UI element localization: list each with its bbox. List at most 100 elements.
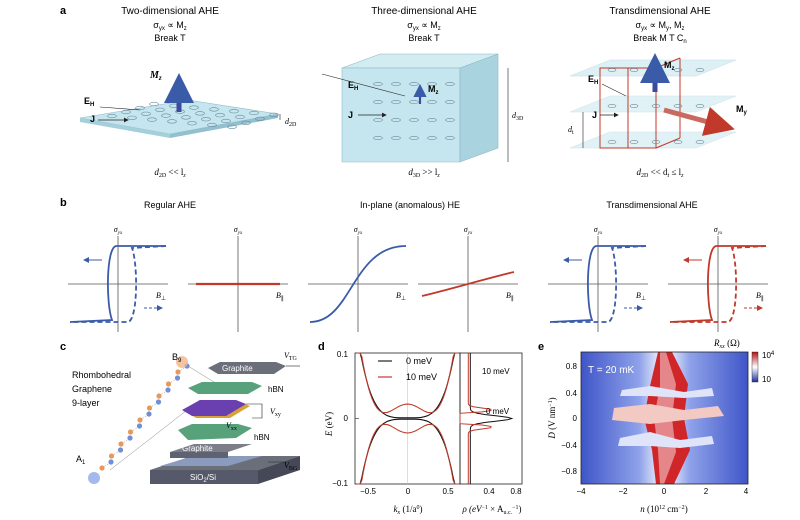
b-title-regular: Regular AHE	[144, 200, 196, 210]
chain-atom-a	[156, 393, 162, 399]
e-ylabel: D (V nm−1)	[547, 397, 557, 439]
spin-dot	[651, 104, 661, 108]
b-field-label: B∥	[756, 291, 764, 302]
spin-dot	[391, 82, 401, 86]
chain-atom-a	[146, 405, 153, 411]
a2-condition: d3D >> lz	[408, 167, 440, 179]
e-cbar-max: 104	[762, 351, 775, 360]
spin-dot	[187, 121, 197, 126]
d-xlabel2: ρ (eV−1 × Au.c.−1)	[461, 504, 521, 516]
spin-dot	[215, 113, 225, 118]
spin-dot	[427, 136, 437, 140]
d-band-10meV-cond	[356, 352, 459, 414]
spin-dot	[673, 104, 683, 108]
c-substrate-label: SiO2/Si	[190, 473, 216, 484]
c-b9-atom	[176, 356, 188, 368]
c-graphite-bot-label: Graphite	[182, 444, 213, 453]
spin-dot	[607, 140, 617, 144]
a3-break-rule: Break M T Cn	[633, 33, 687, 45]
chain-atom-a	[118, 441, 124, 447]
d-band-10meV-val	[356, 423, 459, 485]
spin-dot	[445, 118, 455, 122]
e-xlabel: n (1012 cm−2)	[640, 504, 687, 514]
b-field-label: B∥	[506, 291, 514, 302]
spin-dot	[409, 100, 419, 104]
c-vxx-label: Vxx	[226, 421, 237, 432]
spin-dot	[391, 118, 401, 122]
a1-title: Two-dimensional AHE	[121, 6, 219, 17]
a3-thickness-label: dt	[568, 125, 574, 136]
d-legend-0: 0 meV	[406, 356, 432, 366]
a2-eh-label: EH	[348, 80, 358, 92]
c-rhombo-label: Rhombohedral	[72, 370, 131, 380]
a3-my-arrow	[663, 106, 735, 136]
d-xtick-1: 0	[406, 487, 411, 496]
spin-dot	[227, 124, 237, 129]
b-curve-up	[669, 245, 766, 323]
a1-condition: d2D << lz	[154, 167, 186, 179]
c-vtg-label: VTG	[284, 351, 298, 362]
e-xtick-0: −4	[576, 487, 586, 496]
a2-break-rule: Break T	[408, 33, 440, 43]
d-dos-10meV	[459, 353, 492, 484]
b-title-inplane: In-plane (anomalous) HE	[360, 200, 460, 210]
e-ytick-3: −0.4	[561, 441, 577, 450]
spin-dot	[673, 140, 683, 144]
spin-dot	[373, 136, 383, 140]
spin-dot	[373, 118, 383, 122]
spin-dot	[149, 101, 159, 107]
a3-my-label: My	[736, 104, 748, 116]
d-xtick2-1: 0.8	[510, 487, 522, 496]
a2-title: Three-dimensional AHE	[371, 6, 477, 17]
e-cbar-title: Rxx (Ω)	[713, 338, 740, 350]
d-band-0meV-val	[356, 418, 459, 485]
spin-dot	[629, 104, 639, 108]
chain-atom-b	[146, 411, 152, 417]
a3-relation: σyx ∝ My, Mz	[636, 20, 685, 32]
d-xlabel: kx (1/a0)	[394, 504, 423, 516]
spin-dot	[695, 68, 705, 72]
spin-dot	[107, 113, 117, 119]
d-ytick-1: 0	[344, 414, 349, 423]
spin-dot	[409, 118, 419, 122]
chain-atom-b	[165, 387, 171, 393]
c-a1-atom	[88, 472, 100, 484]
a2-thickness-label: d3D	[512, 111, 524, 122]
d-ytick-2: −0.1	[332, 479, 348, 488]
e-ytick-4: −0.8	[561, 467, 577, 476]
e-ytick-0: 0.8	[566, 362, 578, 371]
a3-mz-label: Mz	[664, 60, 675, 72]
spin-dot	[427, 100, 437, 104]
e-ytick-2: 0	[573, 414, 578, 423]
spin-dot	[181, 115, 191, 120]
b-curve-sigmoid	[309, 245, 407, 323]
spin-dot	[255, 116, 265, 121]
spin-dot	[607, 104, 617, 108]
d-dos-label-0: 0 meV	[486, 407, 510, 416]
b-curve-up	[549, 245, 646, 323]
chain-atom-a	[137, 417, 143, 423]
spin-dot	[695, 104, 705, 108]
a1-relation: σyx ∝ Mz	[153, 20, 187, 32]
chain-atom-b	[108, 459, 114, 465]
c-hbn-top-label: hBN	[268, 385, 284, 394]
spin-dot	[673, 68, 683, 72]
a2-mz-label: Mz	[428, 84, 439, 96]
chain-atom-b	[174, 375, 181, 381]
a2-cube	[341, 53, 499, 163]
a1-eh-label: EH	[84, 96, 94, 108]
a2-relation: σyx ∝ Mz	[407, 20, 441, 32]
e-colormap	[581, 352, 748, 484]
spin-dot	[445, 100, 455, 104]
b-sigma-label: σyx	[594, 225, 603, 236]
a3-eh-label: EH	[588, 74, 598, 86]
b-field-label: B⊥	[396, 291, 406, 302]
e-xtick-2: 0	[662, 487, 667, 496]
c-atom-chain	[99, 363, 190, 471]
d-ytick-0: 0.1	[337, 350, 349, 359]
spin-dot	[695, 140, 705, 144]
c-graphite-top-label: Graphite	[222, 364, 253, 373]
chain-atom-a	[165, 381, 172, 387]
a3-j-label: J	[592, 110, 597, 120]
